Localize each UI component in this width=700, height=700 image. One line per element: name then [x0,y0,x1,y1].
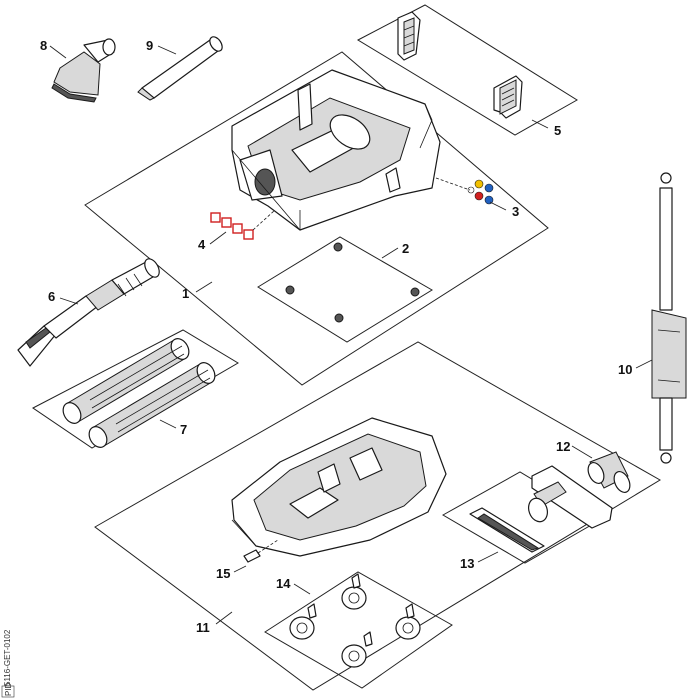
bracket-5-bottom [493,75,523,119]
callout-13: 13 [460,556,474,571]
castor-wheels-14 [289,573,421,668]
panel-11 [94,341,661,691]
upholstery-nozzle-8 [51,38,116,103]
leader-lines [49,45,653,625]
panel-2 [257,236,433,343]
callout-14: 14 [276,576,291,591]
labels-3 [435,177,494,205]
adapter-12 [587,451,631,493]
callout-3: 3 [512,204,519,219]
callout-8: 8 [40,38,47,53]
callout-10: 10 [618,362,632,377]
stamp-box [1,685,15,698]
callout-1: 1 [182,286,189,301]
clip-15 [243,539,279,563]
callout-6: 6 [48,289,55,304]
callout-7: 7 [180,422,187,437]
panel-1 [84,51,549,386]
latch-set-4 [210,209,276,240]
callout-11: 11 [196,620,210,635]
callout-5: 5 [554,123,561,138]
bracket-5-top [397,11,421,61]
shoulder-strap-10 [651,172,687,464]
hose-handle-6 [17,258,160,367]
callout-4: 4 [198,237,206,252]
container-1 [231,69,441,231]
callout-2: 2 [402,241,409,256]
floor-nozzle-13 [469,465,613,553]
screws-2 [285,242,420,323]
panel-7 [32,329,239,449]
drawing-code: 5116-GET-0102 [3,629,12,686]
extension-tubes-7 [62,338,216,448]
callout-9: 9 [146,38,153,53]
callout-15: 15 [216,566,230,581]
base-11 [231,417,447,557]
stamp-code: PID [4,682,13,696]
panel-14 [264,571,453,689]
callout-12: 12 [556,439,570,454]
crevice-nozzle-9 [137,36,223,101]
